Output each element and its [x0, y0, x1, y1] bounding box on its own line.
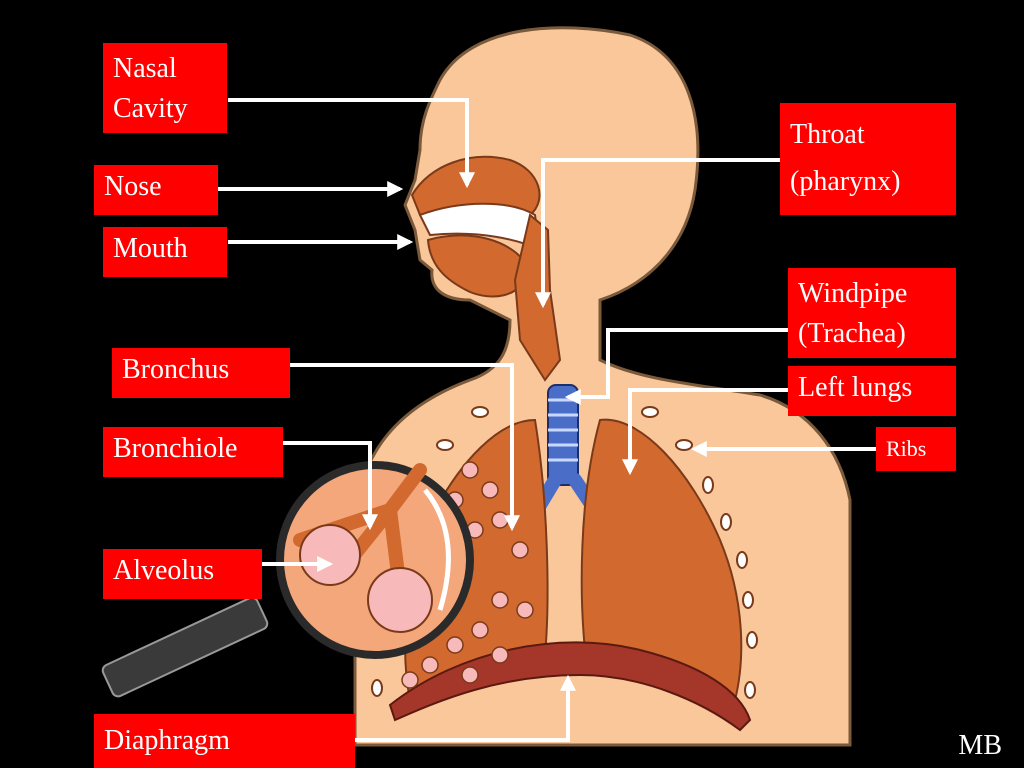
- label-left-lungs: Left lungs: [788, 366, 956, 416]
- alveoli-clusters: [401, 461, 534, 689]
- label-nasal-cavity: Nasal Cavity: [103, 43, 227, 133]
- label-throat-line1: Throat: [790, 119, 865, 150]
- label-bronchiole: Bronchiole: [103, 427, 283, 477]
- magnified-alveolus-1: [299, 524, 361, 586]
- label-windpipe: Windpipe (Trachea): [788, 268, 956, 358]
- pointer-left-lungs: [622, 388, 788, 476]
- pointer-diaphragm: [355, 674, 576, 742]
- label-windpipe-line2: (Trachea): [798, 318, 906, 349]
- label-nasal-cavity-line1: Nasal: [113, 53, 177, 84]
- label-diaphragm: Diaphragm: [94, 714, 355, 768]
- label-nasal-cavity-line2: Cavity: [113, 93, 188, 124]
- magnifier: [101, 461, 474, 698]
- pointer-nasal-cavity: [228, 98, 475, 189]
- label-throat-line2: (pharynx): [790, 166, 901, 197]
- label-alveolus: Alveolus: [103, 549, 262, 599]
- label-throat: Throat (pharynx): [780, 103, 956, 215]
- label-windpipe-line1: Windpipe: [798, 278, 908, 309]
- pointer-bronchiole: [283, 441, 378, 531]
- pointer-throat: [535, 158, 780, 309]
- pointer-bronchus: [290, 363, 520, 532]
- label-ribs: Ribs: [876, 427, 956, 471]
- label-bronchus: Bronchus: [112, 348, 290, 398]
- magnified-alveolus-2: [367, 567, 433, 633]
- author-credit: MB: [958, 730, 1002, 761]
- pointer-windpipe: [564, 328, 788, 405]
- magnifier-handle: [101, 596, 269, 698]
- label-nose: Nose: [94, 165, 218, 215]
- ribs: [371, 406, 758, 699]
- pointer-lines: [218, 98, 876, 742]
- label-mouth: Mouth: [103, 227, 227, 277]
- tongue-shape: [426, 234, 532, 298]
- diaphragm-shape: [388, 641, 752, 732]
